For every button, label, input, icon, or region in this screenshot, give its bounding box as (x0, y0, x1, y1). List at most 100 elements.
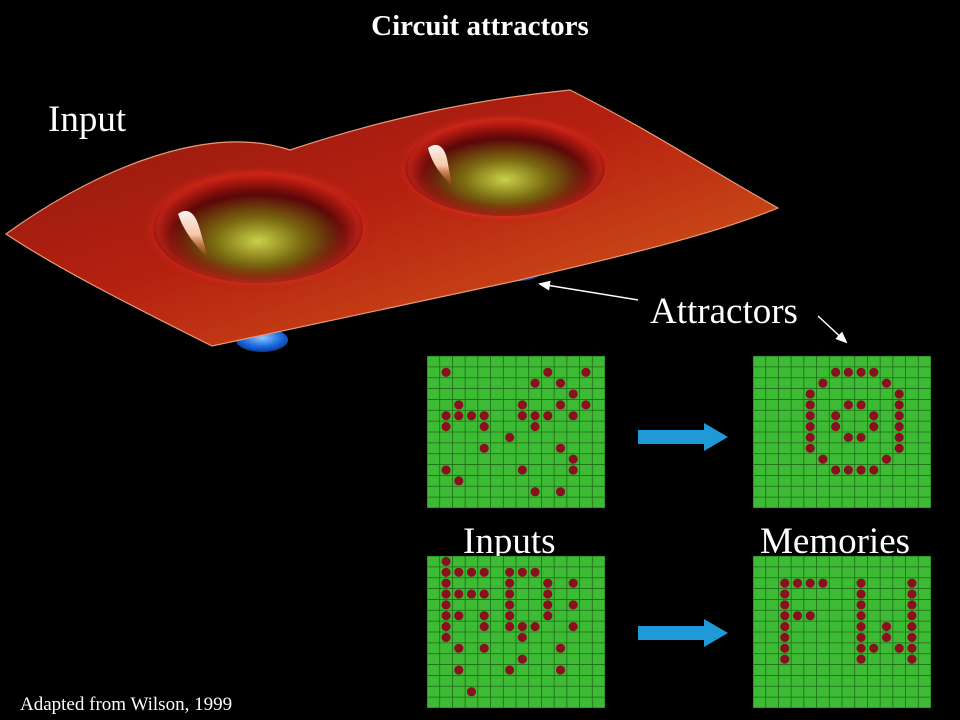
active-unit (555, 443, 566, 453)
memories-label: Memories (760, 521, 911, 562)
active-unit (805, 578, 815, 588)
active-unit (907, 578, 917, 588)
active-unit (805, 422, 815, 432)
active-unit (780, 578, 790, 588)
active-unit (856, 465, 866, 475)
active-unit (517, 622, 527, 632)
active-unit (505, 600, 515, 610)
active-unit (907, 589, 917, 599)
active-unit (856, 432, 866, 442)
active-unit (805, 411, 815, 421)
active-unit (907, 600, 917, 610)
active-unit (907, 643, 917, 653)
active-unit (454, 665, 464, 675)
active-unit (441, 622, 451, 632)
active-unit (454, 400, 464, 410)
active-unit (568, 411, 578, 421)
active-unit (856, 600, 866, 610)
active-unit (780, 654, 790, 664)
active-unit (517, 400, 527, 410)
active-unit (818, 378, 828, 388)
active-unit (441, 556, 451, 566)
active-unit (466, 589, 477, 599)
active-unit (568, 622, 578, 632)
active-unit (441, 578, 451, 588)
active-unit (856, 589, 866, 599)
active-unit (856, 578, 866, 588)
active-unit (555, 378, 566, 388)
active-unit (479, 567, 489, 577)
active-unit (869, 422, 879, 432)
active-unit (780, 622, 790, 632)
active-unit (856, 400, 866, 410)
active-unit (856, 643, 866, 653)
active-unit (856, 622, 866, 632)
memory-pattern-grid-bottom (753, 556, 931, 708)
active-unit (466, 687, 477, 697)
active-unit (843, 400, 853, 410)
active-unit (543, 600, 553, 610)
memory-pointer-arrow (817, 315, 848, 344)
active-unit (555, 643, 566, 653)
active-unit (530, 487, 540, 497)
active-unit (881, 454, 892, 464)
active-unit (869, 643, 879, 653)
active-unit (805, 400, 815, 410)
active-unit (441, 465, 451, 475)
active-unit (479, 622, 489, 632)
active-unit (441, 600, 451, 610)
slide-title: Circuit attractors (371, 10, 589, 42)
active-unit (441, 411, 451, 421)
active-unit (894, 400, 904, 410)
active-unit (543, 578, 553, 588)
active-unit (441, 611, 451, 621)
active-unit (441, 567, 451, 577)
active-unit (881, 632, 892, 642)
active-unit (780, 643, 790, 653)
attractors-label: Attractors (650, 291, 798, 332)
active-unit (466, 567, 477, 577)
active-unit (843, 465, 853, 475)
input-pattern-grid-bottom (427, 556, 605, 708)
active-unit (530, 567, 540, 577)
active-unit (530, 378, 540, 388)
active-unit (568, 454, 578, 464)
active-unit (818, 578, 828, 588)
active-unit (454, 611, 464, 621)
active-unit (530, 411, 540, 421)
active-unit (780, 611, 790, 621)
active-unit (454, 567, 464, 577)
active-unit (543, 411, 553, 421)
transition-arrow-bottom (638, 619, 728, 647)
active-unit (454, 643, 464, 653)
active-unit (780, 589, 790, 599)
active-unit (805, 389, 815, 399)
active-unit (831, 367, 841, 377)
active-unit (894, 432, 904, 442)
active-unit (505, 432, 515, 442)
active-unit (441, 589, 451, 599)
active-unit (894, 389, 904, 399)
highlight-left (178, 210, 208, 258)
inputs-label: Inputs (463, 521, 556, 562)
transition-arrow-top (638, 423, 728, 451)
active-unit (581, 367, 591, 377)
active-unit (792, 611, 803, 621)
active-unit (894, 411, 904, 421)
active-unit (568, 465, 578, 475)
active-unit (805, 443, 815, 453)
active-unit (856, 654, 866, 664)
active-unit (568, 389, 578, 399)
active-unit (555, 665, 566, 675)
active-unit (568, 578, 578, 588)
active-unit (894, 422, 904, 432)
attractor-pointer-arrow (538, 280, 639, 301)
active-unit (505, 665, 515, 675)
active-unit (780, 600, 790, 610)
active-unit (831, 422, 841, 432)
active-unit (869, 465, 879, 475)
active-unit (454, 411, 464, 421)
active-unit (831, 411, 841, 421)
active-unit (818, 454, 828, 464)
active-unit (505, 567, 515, 577)
